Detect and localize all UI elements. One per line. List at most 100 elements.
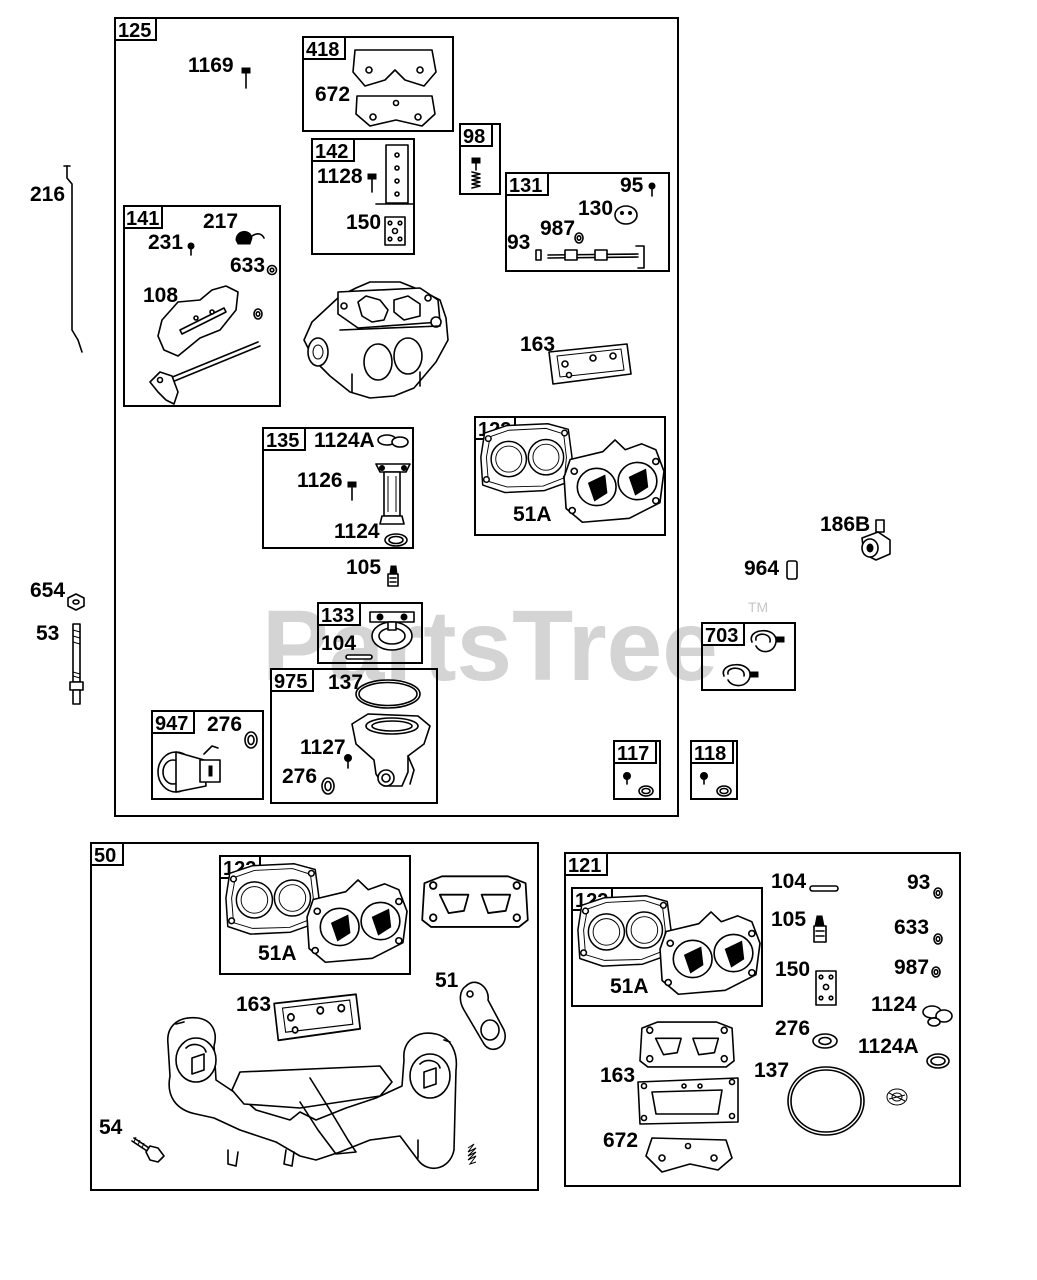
part-label-1124-top: 1124 bbox=[334, 520, 380, 543]
part-122-gasket-kit bbox=[577, 895, 672, 967]
part-label-93-kit: 93 bbox=[907, 871, 930, 894]
part-label-217: 217 bbox=[203, 210, 238, 233]
part-50-spring bbox=[467, 1143, 477, 1165]
part-276-washer-solenoid bbox=[244, 731, 258, 749]
part-141-shaft-washer bbox=[253, 308, 263, 320]
part-418-gasket bbox=[352, 49, 437, 87]
part-label-216: 216 bbox=[30, 183, 65, 206]
part-672-plate bbox=[355, 95, 436, 127]
part-label-1124A-kit: 1124A bbox=[858, 1035, 919, 1058]
part-98-screw-spring bbox=[471, 157, 481, 189]
box-947-label: 947 bbox=[155, 713, 188, 735]
box-703-label: 703 bbox=[705, 625, 738, 647]
part-label-163-top: 163 bbox=[520, 333, 555, 356]
part-label-987-top: 987 bbox=[540, 217, 575, 240]
part-121-plate-kit bbox=[639, 1021, 735, 1068]
box-98-label: 98 bbox=[463, 126, 485, 148]
part-1124A-gasket-kit bbox=[926, 1053, 950, 1069]
part-51A-gasket-top bbox=[563, 439, 665, 524]
part-987-washer bbox=[574, 232, 584, 244]
part-122-gasket-mid bbox=[225, 863, 320, 935]
box-133-frame bbox=[317, 602, 423, 664]
part-137-oring-top bbox=[355, 679, 421, 709]
part-label-1126: 1126 bbox=[297, 469, 343, 492]
part-93-washer-kit bbox=[933, 887, 943, 899]
part-1124A-hinge bbox=[377, 434, 409, 448]
part-95-screw bbox=[648, 182, 656, 197]
part-276-washer-kit bbox=[812, 1033, 838, 1049]
part-label-104-top: 104 bbox=[321, 632, 356, 655]
box-50-label: 50 bbox=[94, 845, 116, 867]
part-108-choke-plate bbox=[157, 285, 239, 357]
part-label-93-top: 93 bbox=[507, 231, 530, 254]
part-label-276-solenoid: 276 bbox=[207, 713, 242, 736]
part-label-150-top: 150 bbox=[346, 211, 381, 234]
part-label-231: 231 bbox=[148, 231, 183, 254]
box-141-label: 141 bbox=[126, 208, 159, 230]
part-1128-screw bbox=[367, 173, 377, 193]
part-label-51A-top: 51A bbox=[513, 503, 552, 526]
box-121-frame bbox=[564, 852, 961, 1187]
part-label-51A-mid: 51A bbox=[258, 942, 297, 965]
part-label-633-kit: 633 bbox=[894, 916, 929, 939]
part-label-51: 51 bbox=[435, 969, 459, 992]
part-label-1169: 1169 bbox=[188, 54, 234, 77]
part-label-1128: 1128 bbox=[317, 165, 363, 188]
carburetor-body bbox=[303, 281, 449, 399]
part-label-137-top: 137 bbox=[328, 671, 363, 694]
part-217-spring bbox=[235, 231, 265, 245]
part-964-plug bbox=[786, 560, 798, 580]
part-186B-fitting bbox=[861, 519, 891, 561]
part-label-53: 53 bbox=[36, 622, 59, 645]
box-133-label: 133 bbox=[321, 605, 354, 627]
box-142-label: 142 bbox=[315, 141, 348, 163]
box-131-frame bbox=[505, 172, 670, 272]
box-141-frame bbox=[123, 205, 281, 407]
part-1127-screw bbox=[344, 754, 352, 769]
part-label-54: 54 bbox=[99, 1116, 123, 1139]
trademark-mark: TM bbox=[748, 599, 768, 615]
part-137-oring-kit bbox=[787, 1066, 865, 1136]
intake-manifold bbox=[167, 1017, 458, 1170]
part-label-51A-kit: 51A bbox=[610, 975, 649, 998]
part-975-float-bowl bbox=[351, 713, 431, 787]
box-121-label: 121 bbox=[568, 855, 601, 877]
part-label-964: 964 bbox=[744, 557, 779, 580]
part-163-gasket-mid bbox=[273, 993, 362, 1042]
part-654-nut bbox=[67, 593, 85, 611]
part-label-150-kit: 150 bbox=[775, 958, 810, 981]
box-418-label: 418 bbox=[306, 39, 339, 61]
part-51A-gasket-mid bbox=[306, 879, 408, 964]
box-122-top-frame bbox=[474, 416, 666, 536]
part-54-bolt bbox=[131, 1136, 165, 1163]
part-label-654: 654 bbox=[30, 579, 65, 602]
part-131-throttle-shaft bbox=[547, 245, 645, 269]
part-150-plate bbox=[384, 216, 406, 246]
box-125-label: 125 bbox=[118, 20, 151, 42]
box-975-frame bbox=[270, 668, 438, 804]
part-label-108: 108 bbox=[143, 284, 178, 307]
box-122-mid-frame bbox=[219, 855, 411, 975]
part-672-plate-kit bbox=[645, 1137, 733, 1173]
part-104-pin-kit bbox=[809, 885, 839, 892]
part-1124-gasket-top bbox=[384, 533, 408, 547]
part-141-choke-shaft bbox=[149, 341, 261, 405]
part-label-186B: 186B bbox=[820, 513, 870, 536]
box-50-frame bbox=[90, 842, 539, 1191]
part-label-137-kit: 137 bbox=[754, 1059, 789, 1082]
part-label-95-top: 95 bbox=[620, 174, 644, 197]
part-104-pin-top bbox=[345, 654, 373, 660]
part-label-276-bowl: 276 bbox=[282, 765, 317, 788]
box-131-label: 131 bbox=[509, 175, 542, 197]
box-122-kit-frame bbox=[571, 887, 763, 1007]
part-label-163-kit: 163 bbox=[600, 1064, 635, 1087]
part-703-clamp-bottom bbox=[722, 664, 759, 687]
part-1169-screw bbox=[241, 67, 251, 89]
box-135-label: 135 bbox=[266, 430, 299, 452]
part-label-987-kit: 987 bbox=[894, 956, 929, 979]
part-142-float-bracket bbox=[375, 144, 415, 205]
box-117-label: 117 bbox=[617, 743, 649, 765]
part-label-1127: 1127 bbox=[300, 736, 346, 759]
part-label-105-top: 105 bbox=[346, 556, 381, 579]
box-135-frame bbox=[262, 427, 414, 549]
